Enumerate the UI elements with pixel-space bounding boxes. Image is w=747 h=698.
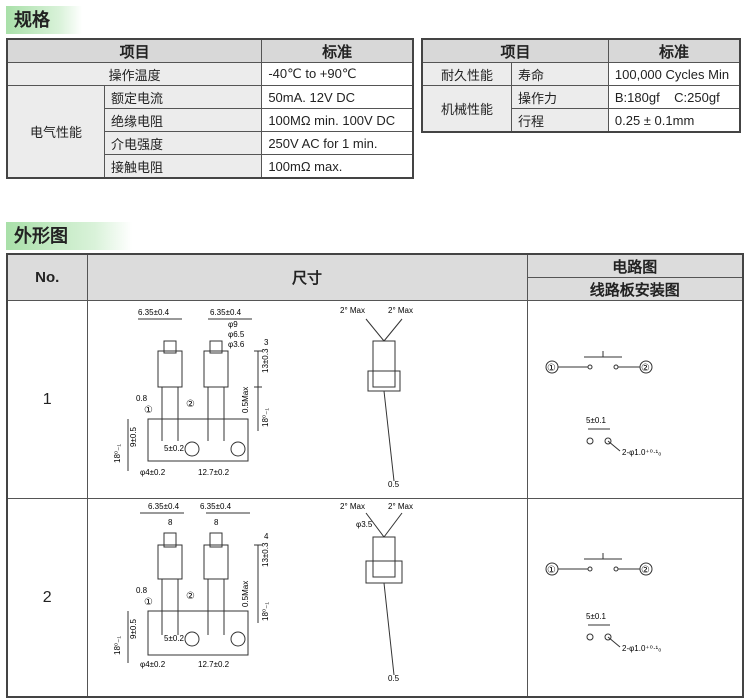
spec-section-title: 规格 — [6, 6, 82, 34]
d1-dim-ang1: 2° Max — [340, 306, 365, 315]
mech-value-life: 100,000 Cycles Min — [607, 62, 741, 86]
spec-head-std: 标准 — [261, 38, 414, 63]
d1-dim-ang2: 2° Max — [388, 306, 413, 315]
d1-dim-635b: 6.35±0.4 — [210, 308, 242, 317]
d2-dim-ang1: 2° Max — [340, 502, 365, 511]
d2-dim-635a: 6.35±0.4 — [148, 502, 180, 511]
spec-value-insulation: 100MΩ min. 100V DC — [261, 108, 414, 132]
d1-dim-08: 0.8 — [136, 394, 148, 403]
d1-dim-h18: 18⁰₋₁ — [261, 408, 270, 427]
d2-dim-h13: 13±0.3 — [261, 542, 270, 567]
d2-dim-08: 0.8 — [136, 586, 148, 595]
c2-pcb-hole: 2-φ1.0⁺⁰·¹₀ — [622, 644, 662, 653]
d1-dim-phi65: φ6.5 — [228, 330, 245, 339]
spec-value-current: 50mA. 12V DC — [261, 85, 414, 109]
c1-node-1: ① — [547, 363, 556, 374]
draw-row-2-no: 2 — [6, 498, 88, 698]
d1-dim-phi9: φ9 — [228, 320, 238, 329]
d2-dim-h9: 9±0.5 — [129, 618, 138, 639]
d2-dim-phi35: φ3.5 — [356, 520, 373, 529]
d2-dim-d127: 12.7±0.2 — [198, 660, 230, 669]
d1-dim-phi4: φ4±0.2 — [140, 468, 166, 477]
draw-head-size: 尺寸 — [86, 253, 528, 301]
mech-value-travel: 0.25 ± 0.1mm — [607, 108, 741, 133]
outline-section-title: 外形图 — [6, 222, 132, 250]
mech-table: 项目 标准 耐久性能 寿命 100,000 Cycles Min 机械性能 操作… — [421, 38, 741, 133]
draw-head-circuit: 电路图 — [526, 253, 744, 278]
draw-head-pcb: 线路板安装图 — [526, 277, 744, 301]
circuit-1: ① ② 5±0.1 2-φ1.0⁺⁰·¹₀ — [545, 351, 662, 457]
c2-node-2: ② — [641, 565, 650, 576]
d1-dim-h05max: 0.5Max — [241, 387, 250, 413]
spec-sub-contact: 接触电阻 — [103, 154, 263, 179]
c1-node-2: ② — [641, 363, 650, 374]
c1-pcb-d: 5±0.1 — [586, 416, 607, 425]
c2-node-1: ① — [547, 565, 556, 576]
spec-value-contact: 100mΩ max. — [261, 154, 414, 179]
spec-sub-dielectric: 介电强度 — [103, 131, 263, 155]
draw-row-1-no: 1 — [6, 300, 88, 499]
d1-dim-635a: 6.35±0.4 — [138, 308, 170, 317]
drawing-table: No. 尺寸 电路图 线路板安装图 1 — [6, 253, 744, 698]
d1-dim-h9: 9±0.5 — [129, 426, 138, 447]
d2-dim-phi4: φ4±0.2 — [140, 660, 166, 669]
drawing-2: 6.35±0.4 6.35±0.4 8 8 4 13±0.3 0.5Max 18… — [113, 502, 413, 683]
spec-head-item: 项目 — [6, 38, 263, 63]
d2-dim-h18: 18⁰₋₁ — [261, 602, 270, 621]
circuit-2: ① ② 5±0.1 2-φ1.0⁺⁰·¹₀ — [545, 553, 662, 653]
spec-value-temp: -40℃ to +90℃ — [261, 62, 414, 86]
d1-dim-3: 3 — [264, 338, 269, 347]
spec-table: 项目 标准 操作温度 -40℃ to +90℃ 电气性能 额定电流 50mA. … — [6, 38, 414, 179]
d1-circle-2: ② — [186, 399, 195, 410]
d2-circle-1: ① — [144, 597, 153, 608]
c1-pcb-hole: 2-φ1.0⁺⁰·¹₀ — [622, 448, 662, 457]
spec-sub-current: 额定电流 — [103, 85, 263, 109]
d1-dim-d127: 12.7±0.2 — [198, 468, 230, 477]
d2-dim-d5: 5±0.2 — [164, 634, 185, 643]
mech-value-force: B:180gf C:250gf — [607, 85, 741, 109]
mech-head-std: 标准 — [607, 38, 741, 63]
d2-dim-8a: 8 — [168, 518, 173, 527]
d1-dim-d5: 5±0.2 — [164, 444, 185, 453]
mech-sub-travel: 行程 — [511, 108, 609, 133]
draw-row-2-size: 6.35±0.4 6.35±0.4 8 8 4 13±0.3 0.5Max 18… — [86, 498, 528, 698]
spec-cat-temp: 操作温度 — [6, 62, 263, 86]
d2-dim-ang2: 2° Max — [388, 502, 413, 511]
d2-dim-h18l: 18⁰₋₁ — [113, 636, 122, 655]
spec-value-dielectric: 250V AC for 1 min. — [261, 131, 414, 155]
draw-row-1-size: 6.35±0.4 6.35±0.4 φ9 φ6.5 φ3.6 3 13±0.3 … — [86, 300, 528, 499]
mech-sub-force: 操作力 — [511, 85, 609, 109]
d2-dim-4: 4 — [264, 532, 269, 541]
mech-sub-life: 寿命 — [511, 62, 609, 86]
mech-cat-mechanical: 机械性能 — [421, 85, 512, 133]
mech-cat-durability: 耐久性能 — [421, 62, 512, 86]
mech-head-item: 项目 — [421, 38, 609, 63]
spec-sub-insulation: 绝缘电阻 — [103, 108, 263, 132]
d2-dim-8b: 8 — [214, 518, 219, 527]
draw-row-1-circuit: ① ② 5±0.1 2-φ1.0⁺⁰·¹₀ — [526, 300, 744, 499]
c2-pcb-d: 5±0.1 — [586, 612, 607, 621]
d2-dim-05: 0.5 — [388, 674, 400, 683]
d1-circle-1: ① — [144, 405, 153, 416]
drawing-1: 6.35±0.4 6.35±0.4 φ9 φ6.5 φ3.6 3 13±0.3 … — [113, 306, 413, 489]
d1-dim-05: 0.5 — [388, 480, 400, 489]
draw-head-no: No. — [6, 253, 88, 301]
draw-row-2-circuit: ① ② 5±0.1 2-φ1.0⁺⁰·¹₀ — [526, 498, 744, 698]
spec-cat-electrical: 电气性能 — [6, 85, 105, 179]
d1-dim-h13: 13±0.3 — [261, 348, 270, 373]
d2-dim-635b: 6.35±0.4 — [200, 502, 232, 511]
d2-circle-2: ② — [186, 591, 195, 602]
d1-dim-h18l: 18⁰₋₁ — [113, 444, 122, 463]
d1-dim-phi36: φ3.6 — [228, 340, 245, 349]
d2-dim-h05max: 0.5Max — [241, 581, 250, 607]
